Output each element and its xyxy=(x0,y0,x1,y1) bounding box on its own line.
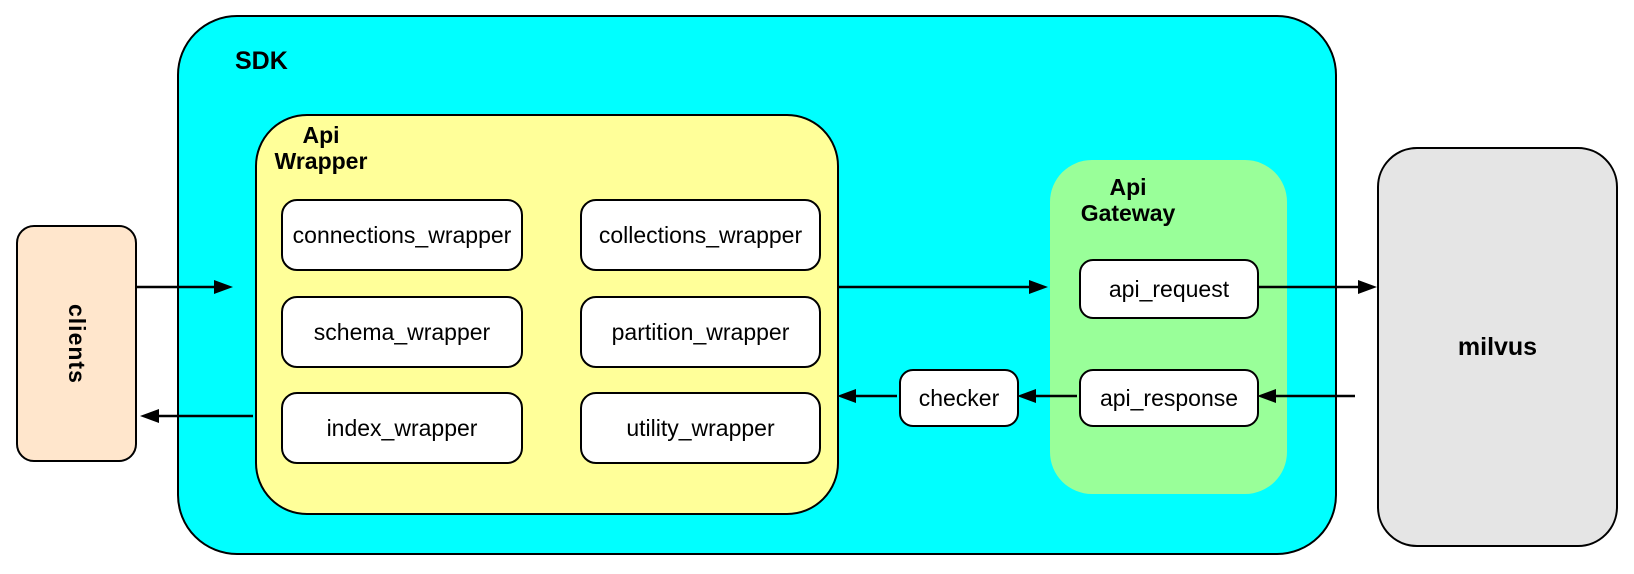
wrapper-box-schema: schema_wrapper xyxy=(281,296,523,368)
wrapper-box-utility: utility_wrapper xyxy=(580,392,821,464)
api-response-node: api_response xyxy=(1079,369,1259,427)
wrapper-box-collections-label: collections_wrapper xyxy=(598,221,803,248)
checker-label: checker xyxy=(918,384,1000,411)
api-gateway-container: Api Gateway api_request api_response xyxy=(1050,160,1287,494)
api-request-label: api_request xyxy=(1108,275,1230,302)
wrapper-box-partition-label: partition_wrapper xyxy=(611,318,790,345)
api-wrapper-label: Api Wrapper xyxy=(274,122,368,175)
clients-label: clients xyxy=(64,303,90,384)
api-response-label: api_response xyxy=(1099,384,1239,411)
wrapper-box-index: index_wrapper xyxy=(281,392,523,464)
wrapper-box-partition: partition_wrapper xyxy=(580,296,821,368)
checker-node: checker xyxy=(899,369,1019,427)
wrapper-box-connections: connections_wrapper xyxy=(281,199,523,271)
wrapper-box-utility-label: utility_wrapper xyxy=(626,414,775,441)
api-request-node: api_request xyxy=(1079,259,1259,319)
milvus-node: milvus xyxy=(1377,147,1618,547)
api-wrapper-container: Api Wrapper connections_wrapper collecti… xyxy=(255,114,839,515)
sdk-label: SDK xyxy=(235,47,288,75)
api-gateway-label: Api Gateway xyxy=(1080,174,1176,227)
wrapper-box-index-label: index_wrapper xyxy=(326,414,478,441)
wrapper-box-connections-label: connections_wrapper xyxy=(292,221,512,248)
wrapper-box-collections: collections_wrapper xyxy=(580,199,821,271)
milvus-label: milvus xyxy=(1457,332,1538,361)
clients-node: clients xyxy=(16,225,137,462)
sdk-container: SDK Api Wrapper connections_wrapper coll… xyxy=(177,15,1337,555)
wrapper-box-schema-label: schema_wrapper xyxy=(313,318,491,345)
